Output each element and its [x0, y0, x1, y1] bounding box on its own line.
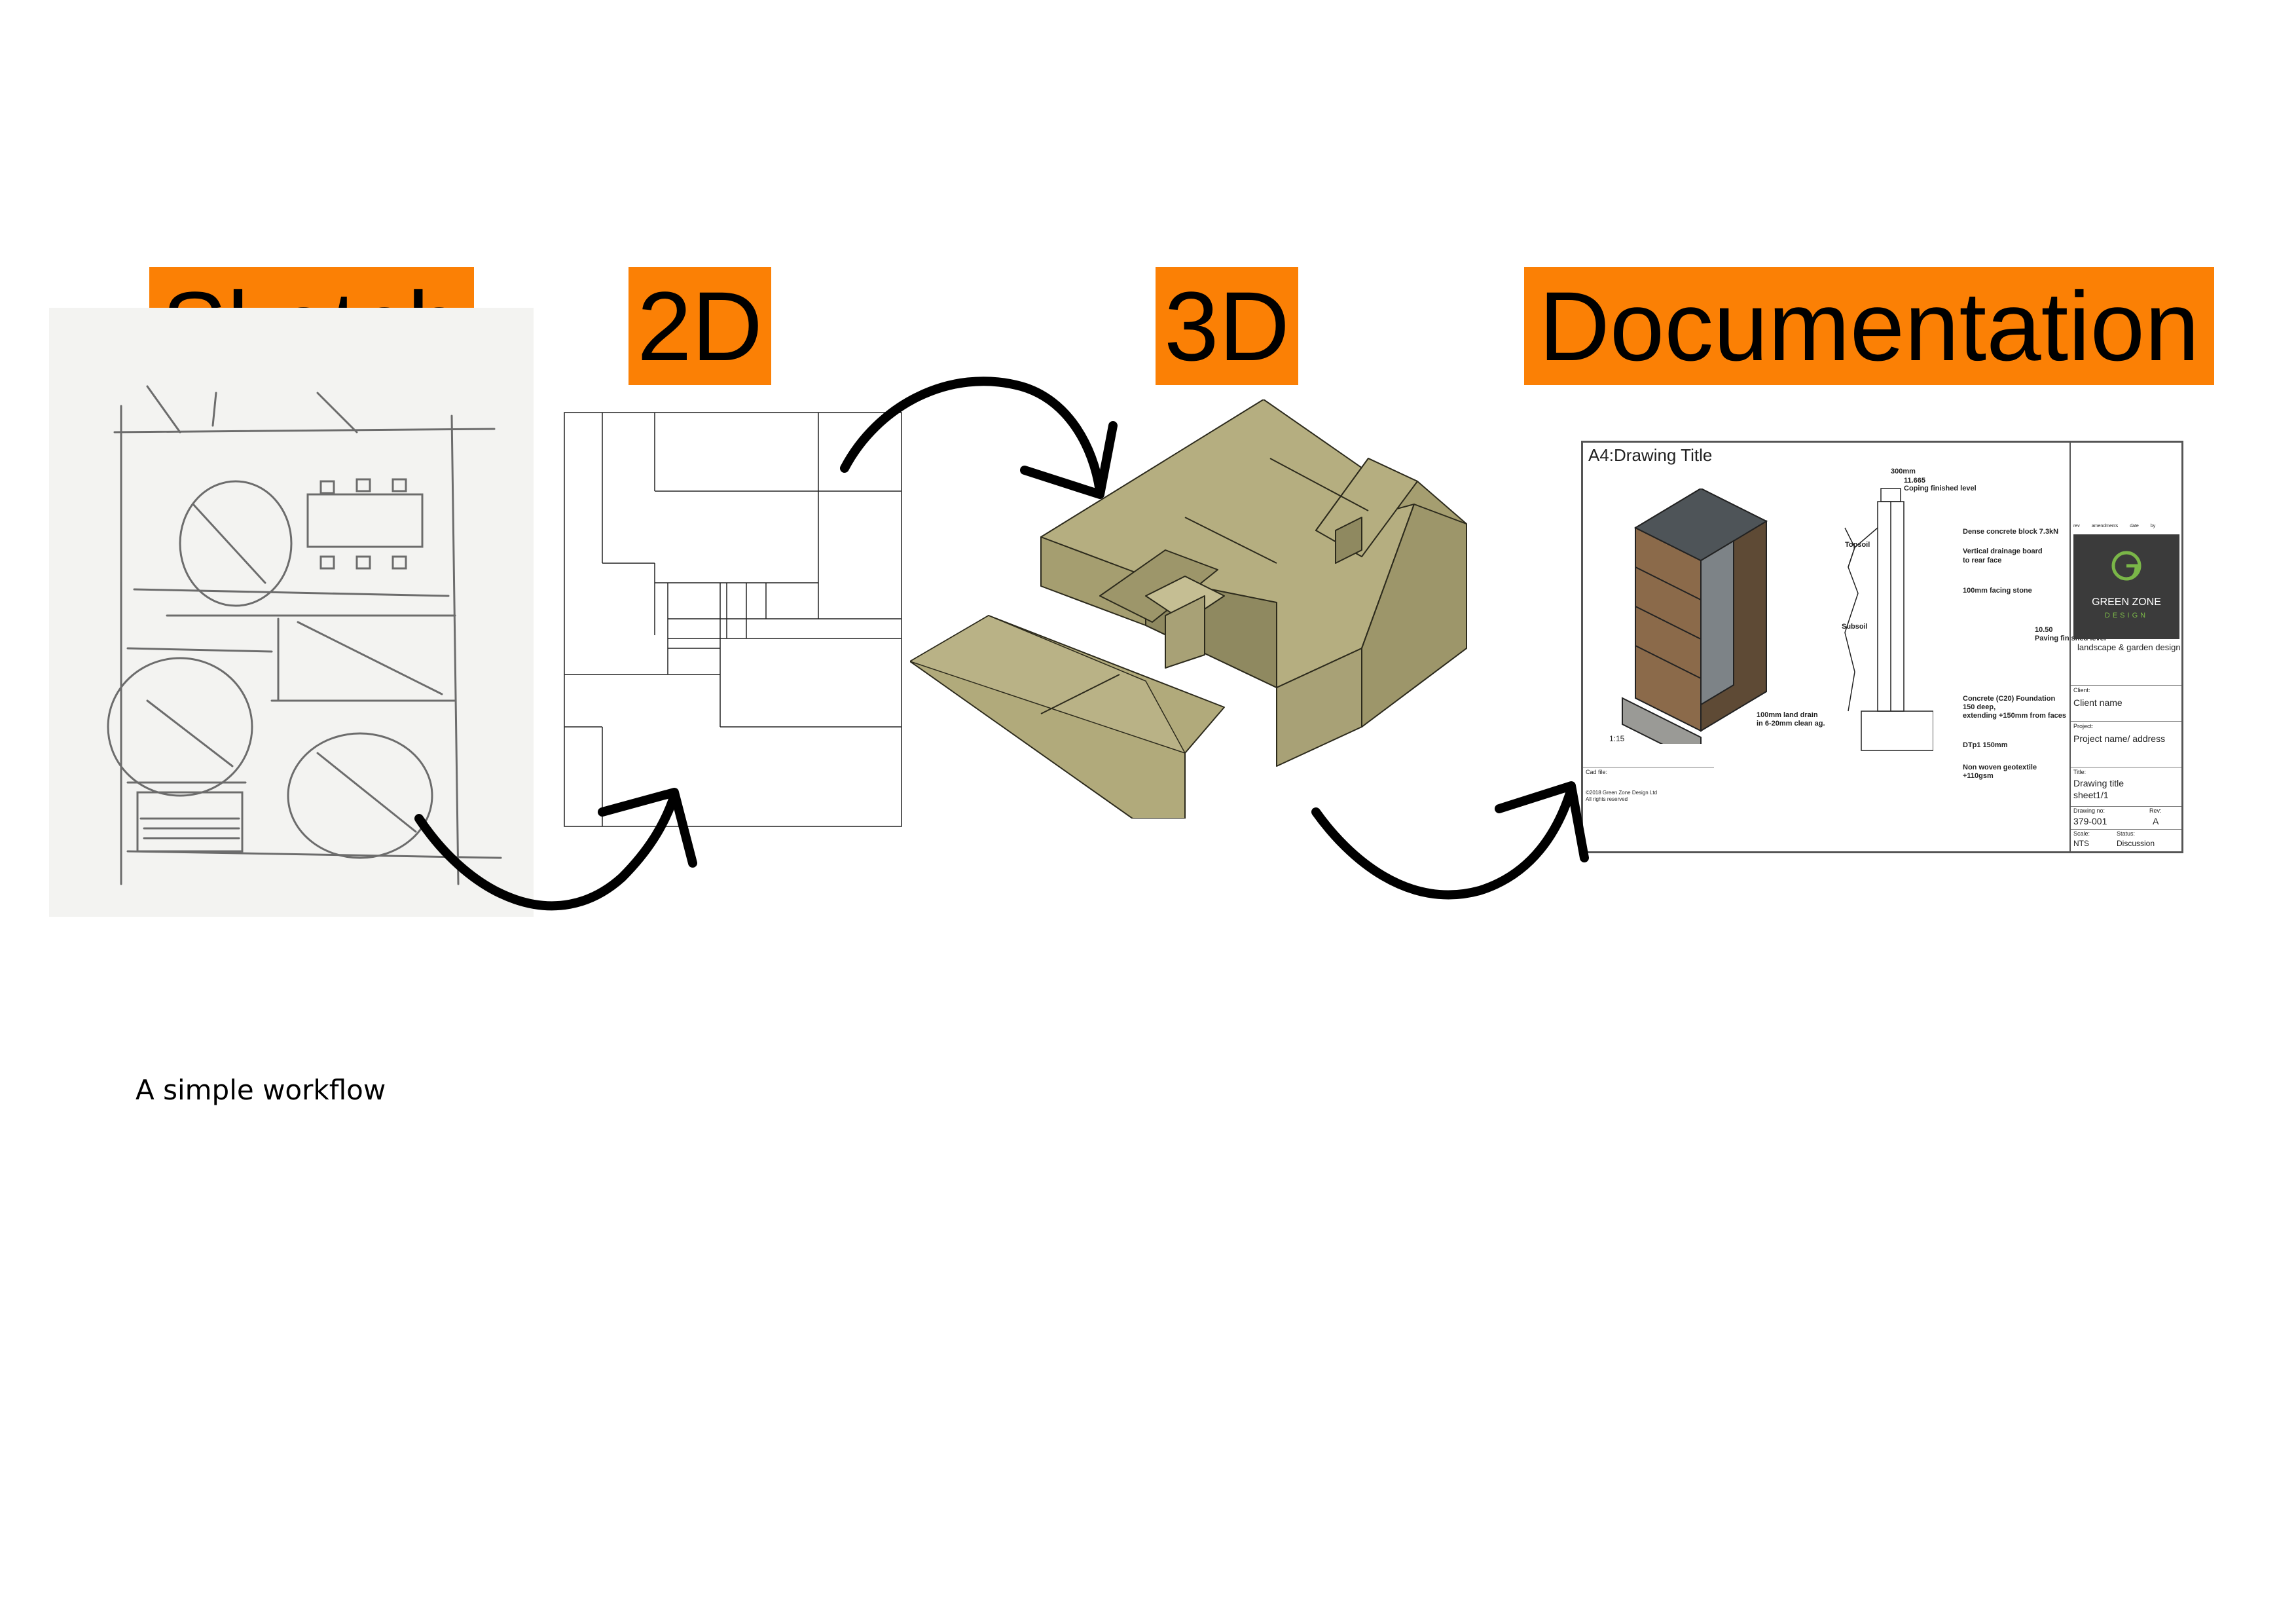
note-8: DTp1 150mm	[1963, 741, 2008, 749]
land-drain-1: 100mm land drain	[1757, 711, 1818, 719]
wall-section-detail	[1844, 488, 1933, 751]
client-label: Client:	[2073, 687, 2090, 693]
client-row: Client: Client name	[2071, 685, 2181, 708]
client-value: Client name	[2073, 697, 2123, 708]
rev-col-amendments: amendments	[2091, 524, 2119, 528]
company-tagline: landscape & garden design	[2077, 642, 2181, 652]
topsoil-label: Topsoil	[1845, 541, 1870, 549]
rev-col-rev: rev	[2073, 524, 2080, 528]
rev-col-date: date	[2130, 524, 2139, 528]
status-label: Status:	[2117, 830, 2136, 837]
sketch-drawing	[107, 385, 502, 885]
dim-width: 300mm	[1891, 468, 1916, 475]
rev-label: Rev:	[2149, 807, 2162, 814]
land-drain-2: in 6-20mm clean ag.	[1757, 720, 1825, 728]
plan-2d-image	[563, 406, 903, 832]
dim-coping-label: Coping finished level	[1904, 485, 1977, 492]
model-3d-image	[909, 399, 1578, 819]
stage-label-documentation: Documentation	[1524, 267, 2214, 385]
cad-file-label: Cad file:	[1586, 769, 1608, 775]
documentation-sheet: A4:Drawing Title 1:15 300mm 11.665 Copin…	[1581, 441, 2183, 853]
scale-value: NTS	[2073, 839, 2089, 848]
title-block: rev amendments date by GREEN ZONE DESIGN…	[2069, 443, 2181, 851]
plan-2d-drawing	[564, 412, 902, 827]
stage-label-2d: 2D	[629, 267, 771, 385]
title-value-1: Drawing title	[2073, 778, 2124, 788]
rev-value: A	[2153, 816, 2159, 826]
scale-label: Scale:	[2073, 830, 2090, 837]
scale-note: 1:15	[1609, 734, 1625, 743]
drawing-no-label: Drawing no:	[2073, 807, 2105, 814]
project-value: Project name/ address	[2073, 733, 2166, 744]
scale-status-row: Scale: NTS Status: Discussion	[2071, 829, 2181, 848]
note-4: 100mm facing stone	[1963, 587, 2032, 595]
subsoil-label: Subsoil	[1842, 623, 1868, 631]
logo-line-2: DESIGN	[2104, 612, 2149, 619]
rev-col-by: by	[2150, 524, 2156, 528]
leaf-icon	[2111, 551, 2141, 581]
caption: A simple workflow	[136, 1074, 386, 1106]
status-value: Discussion	[2117, 839, 2155, 848]
copyright-line-2: All rights reserved	[1586, 796, 1628, 802]
stage-label-3d: 3D	[1156, 267, 1298, 385]
drawing-no-value: 379-001	[2073, 816, 2107, 826]
note-3: to rear face	[1963, 557, 2002, 564]
note-9: Non woven geotextile	[1963, 764, 2037, 771]
dim-paving-level: 10.50	[2035, 626, 2053, 634]
note-5: Concrete (C20) Foundation	[1963, 695, 2056, 703]
company-logo: GREEN ZONE DESIGN	[2073, 534, 2179, 639]
note-2: Vertical drainage board	[1963, 547, 2043, 555]
wall-section-render	[1622, 489, 1768, 744]
note-7: extending +150mm from faces	[1963, 712, 2067, 720]
logo-line-1: GREEN ZONE	[2092, 597, 2161, 608]
project-row: Project: Project name/ address	[2071, 721, 2181, 744]
revision-header: rev amendments date by	[2073, 524, 2155, 528]
sheet-title: A4:Drawing Title	[1588, 445, 1713, 465]
sketch-image	[49, 308, 534, 917]
drawing-no-row: Drawing no: 379-001 Rev: A	[2071, 806, 2181, 826]
note-1: Dense concrete block 7.3kN	[1963, 528, 2059, 536]
note-10: +110gsm	[1963, 772, 1994, 780]
project-label: Project:	[2073, 723, 2094, 729]
model-3d-drawing	[909, 399, 1467, 819]
title-value-2: sheet1/1	[2073, 790, 2109, 800]
dim-coping-level: 11.665	[1904, 477, 1926, 485]
title-label: Title:	[2073, 769, 2086, 775]
copyright-line-1: ©2018 Green Zone Design Ltd	[1586, 790, 1658, 796]
note-6: 150 deep,	[1963, 703, 1996, 711]
